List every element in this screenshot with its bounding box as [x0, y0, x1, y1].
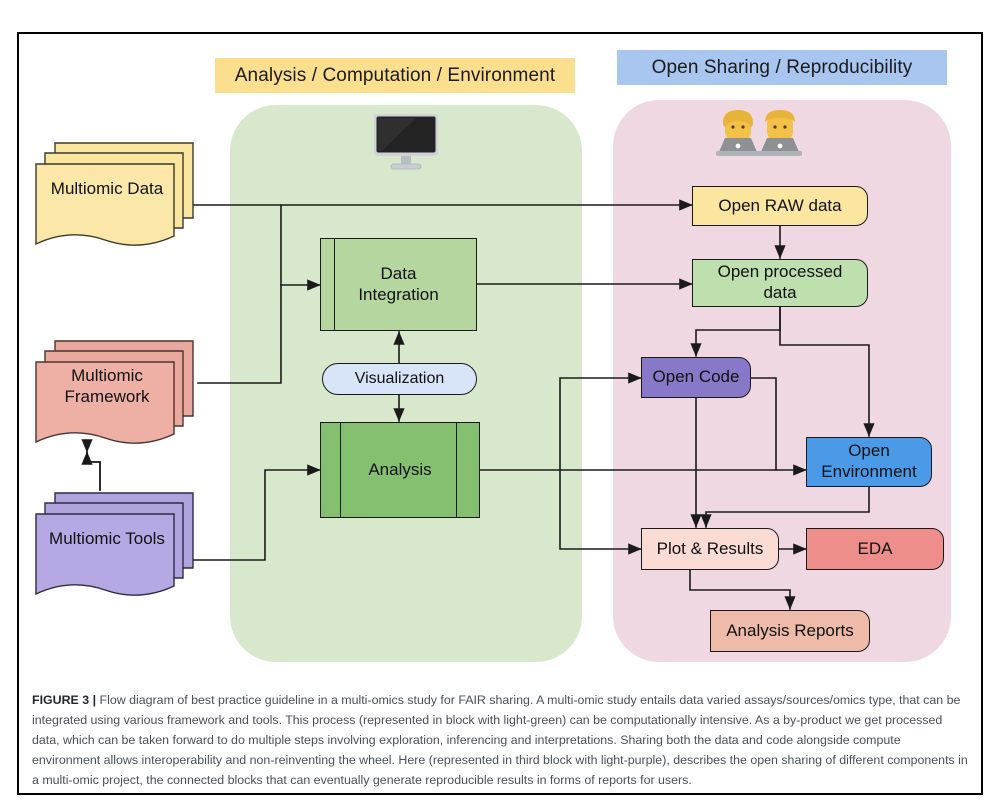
node-multiomic-tools[interactable]: Multiomic Tools — [35, 490, 195, 600]
visualization-label: Visualization — [354, 370, 445, 388]
analysis-label: Analysis — [368, 459, 432, 479]
desktop-computer-icon — [372, 112, 440, 174]
data-integration-left-rule — [334, 239, 335, 330]
node-open-raw-data[interactable]: Open RAW data — [692, 186, 868, 226]
plot-results-label: Plot & Results — [656, 538, 764, 558]
open-processed-label-line1: Open processed — [717, 262, 843, 282]
open-raw-data-label: Open RAW data — [718, 195, 842, 215]
header-right-label: Open Sharing / Reproducibility — [651, 56, 913, 78]
node-open-processed-data[interactable]: Open processed data — [692, 259, 868, 307]
analysis-left-rule — [340, 423, 341, 517]
node-open-code[interactable]: Open Code — [641, 357, 751, 398]
node-data-integration[interactable]: Data Integration — [320, 238, 477, 331]
figure-caption: FIGURE 3 | Flow diagram of best practice… — [32, 690, 970, 790]
node-eda[interactable]: EDA — [806, 528, 944, 570]
analysis-right-rule — [456, 423, 457, 517]
header-left-label: Analysis / Computation / Environment — [234, 64, 556, 86]
data-integration-label-line2: Integration — [358, 284, 439, 304]
node-multiomic-data[interactable]: Multiomic Data — [35, 140, 195, 250]
node-open-environment[interactable]: Open Environment — [806, 437, 932, 487]
header-analysis-computation-environment: Analysis / Computation / Environment — [215, 58, 575, 93]
figure-caption-text: Flow diagram of best practice guideline … — [32, 693, 968, 788]
figure-caption-separator: | — [92, 693, 97, 707]
node-multiomic-framework[interactable]: Multiomic Framework — [35, 338, 195, 448]
data-integration-label-line1: Data — [380, 263, 417, 283]
two-people-with-laptops-icon — [716, 108, 802, 165]
analysis-reports-label: Analysis Reports — [726, 620, 854, 640]
open-processed-label-line2: data — [763, 283, 797, 302]
figure-label: FIGURE 3 — [32, 693, 90, 707]
open-environment-label-line2: Environment — [821, 462, 917, 481]
node-analysis[interactable]: Analysis — [320, 422, 480, 518]
open-code-label: Open Code — [652, 367, 740, 387]
node-visualization[interactable]: Visualization — [322, 363, 477, 395]
node-analysis-reports[interactable]: Analysis Reports — [710, 610, 870, 652]
eda-label: EDA — [857, 538, 893, 558]
header-open-sharing-reproducibility: Open Sharing / Reproducibility — [617, 50, 947, 85]
node-plot-and-results[interactable]: Plot & Results — [641, 528, 779, 570]
open-environment-label-line1: Open — [848, 441, 890, 461]
